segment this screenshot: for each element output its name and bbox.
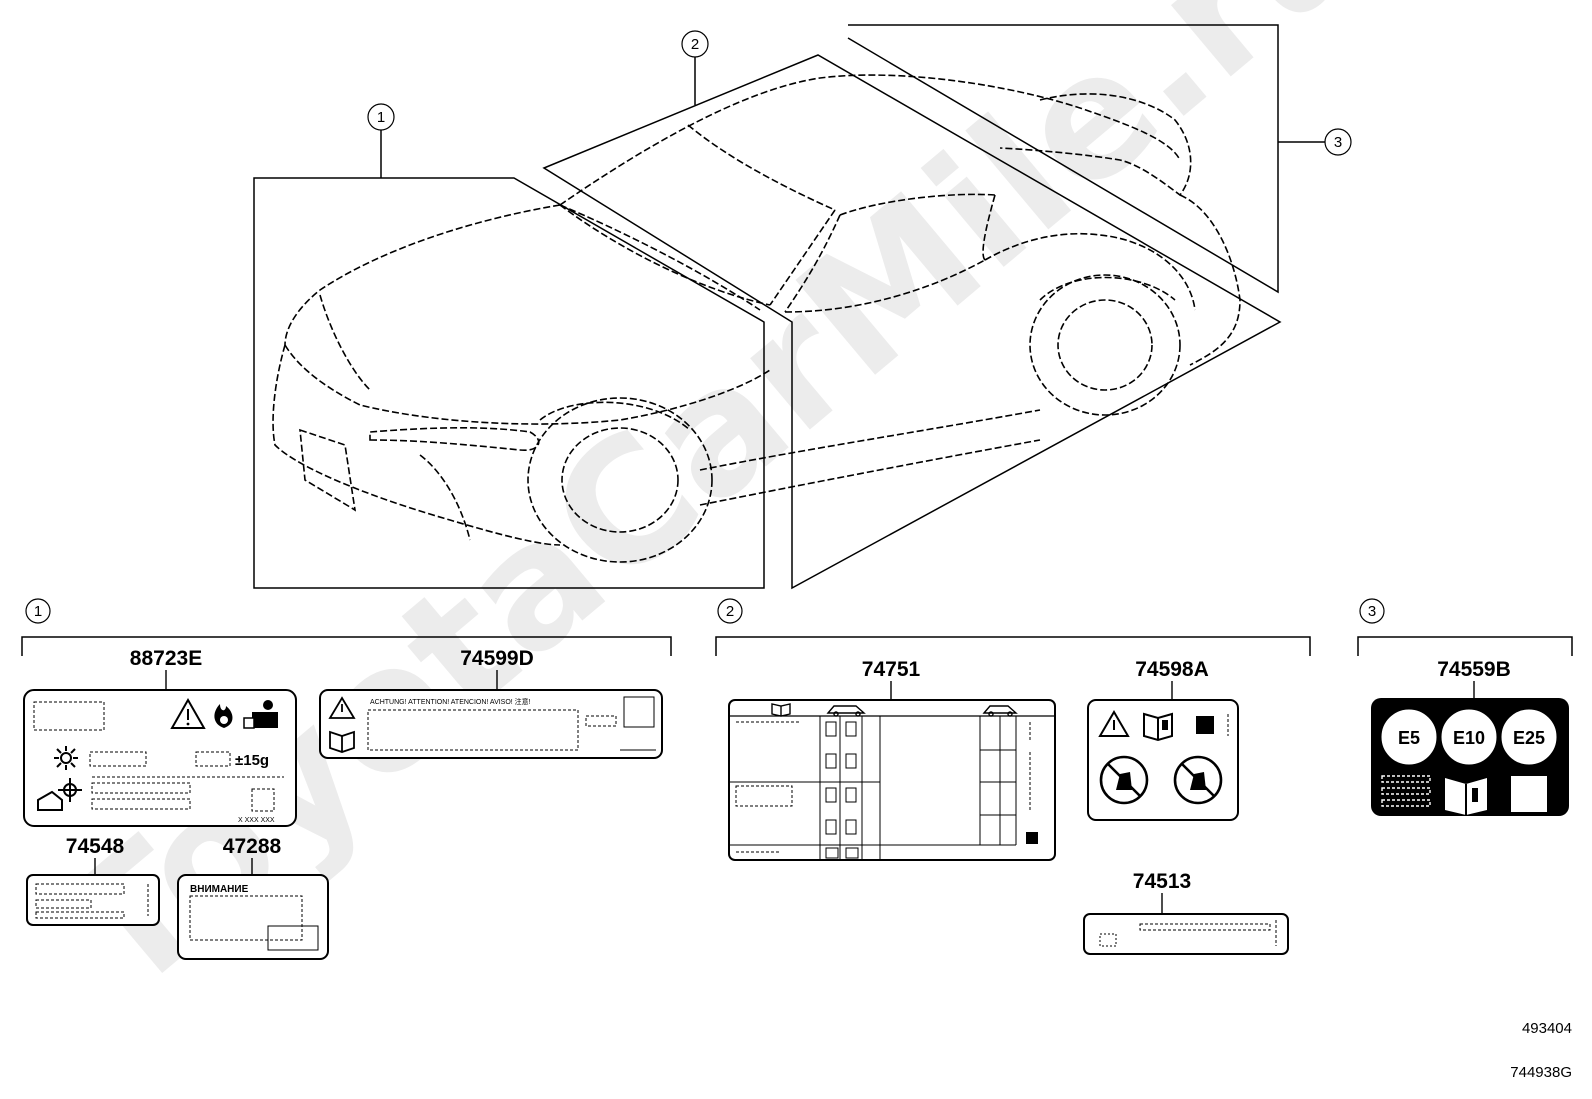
car-rear-icon — [982, 705, 1018, 717]
manual-book-icon — [1143, 712, 1173, 742]
label-74559B: 74559B E5 E10 E25 — [1371, 658, 1569, 816]
label-74751: 74751 — [728, 658, 1056, 861]
callout-frames — [253, 24, 1325, 590]
warning-heading-ru: ВНИМАНИЕ — [190, 884, 249, 895]
no-child-seat-icon — [1099, 755, 1149, 805]
svg-text:E25: E25 — [1513, 728, 1545, 748]
group-2-bracket — [715, 636, 1311, 656]
label-code: X XXX XXX — [238, 817, 275, 824]
manual-book-icon — [329, 730, 355, 753]
part-number-74599D[interactable]: 74599D — [460, 647, 534, 670]
label-74513: 74513 — [1083, 870, 1289, 955]
flame-icon — [214, 704, 233, 728]
warning-triangle-icon — [328, 696, 356, 719]
color-swatch — [1026, 832, 1038, 844]
part-number-74598A[interactable]: 74598A — [1135, 658, 1209, 681]
manual-book-icon — [771, 703, 791, 717]
label-88723E: 88723E ±15g — [23, 647, 297, 827]
callout-2-marker: 2 — [681, 30, 709, 58]
fuel-badge-e5: E5 — [1378, 706, 1440, 768]
color-swatch — [1196, 716, 1214, 734]
label-74548: 74548 — [26, 835, 160, 926]
callout-3-marker: 3 — [1324, 128, 1352, 156]
warning-triangle-icon — [1098, 710, 1130, 737]
color-swatch — [1511, 776, 1547, 812]
fuel-badge-e25: E25 — [1498, 706, 1560, 768]
service-person-icon — [243, 700, 278, 729]
snowflake-icon — [54, 746, 78, 770]
label-74598A: 74598A — [1087, 658, 1239, 821]
part-number-88723E[interactable]: 88723E — [130, 647, 202, 670]
callout-1-number: 1 — [377, 109, 385, 126]
callout-2-number: 2 — [691, 36, 699, 53]
group-3-marker: 3 — [1359, 598, 1385, 624]
part-number-74548[interactable]: 74548 — [66, 835, 125, 858]
group-1-bracket — [21, 636, 672, 656]
refrigerant-amount: ±15g — [235, 752, 269, 769]
manual-book-icon — [1445, 778, 1487, 815]
fuel-badge-e10: E10 — [1438, 706, 1500, 768]
group-3-bracket — [1357, 636, 1573, 656]
illustration-code: 744938G — [1510, 1064, 1572, 1081]
part-number-74559B[interactable]: 74559B — [1437, 658, 1511, 681]
svg-text:E5: E5 — [1398, 728, 1420, 748]
group-2-number: 2 — [726, 603, 734, 620]
label-47288: 47288 ВНИМАНИЕ — [177, 835, 329, 960]
compressor-oil-icon — [37, 778, 82, 811]
group-1-marker: 1 — [25, 598, 51, 624]
label-74599D: 74599D ACHTUNG! ATTENTION! ATENCION! AVI… — [319, 647, 663, 759]
car-front-icon — [826, 705, 866, 717]
part-number-47288[interactable]: 47288 — [223, 835, 282, 858]
part-number-74751[interactable]: 74751 — [862, 658, 921, 681]
svg-text:E10: E10 — [1453, 728, 1485, 748]
group-1-number: 1 — [34, 603, 42, 620]
part-number-74513[interactable]: 74513 — [1133, 870, 1191, 893]
group-2-marker: 2 — [717, 598, 743, 624]
callout-1-marker: 1 — [367, 103, 395, 131]
tire-pressure-table — [729, 716, 1031, 860]
callout-3-number: 3 — [1334, 134, 1342, 151]
no-child-seat-icon — [1173, 755, 1223, 805]
group-3-number: 3 — [1368, 603, 1376, 620]
warning-triangle-icon — [170, 697, 206, 729]
car-illustration — [272, 74, 1241, 563]
multilingual-warning: ACHTUNG! ATTENTION! ATENCION! AVISO! 注意! — [370, 697, 531, 706]
diagram-ref-code: 493404 — [1522, 1020, 1572, 1037]
